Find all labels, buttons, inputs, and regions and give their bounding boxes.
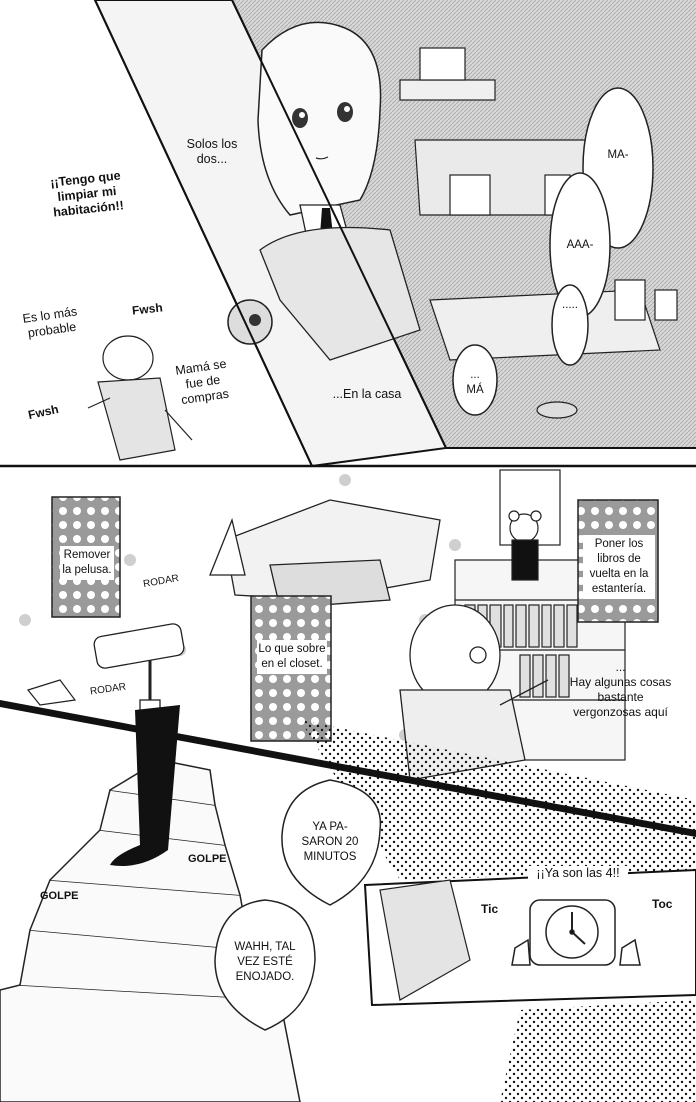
speech-bubble-minutes [281, 779, 382, 906]
teddy-bear [508, 510, 542, 581]
caption-in-house: ...En la casa [332, 387, 402, 401]
dialogue-ma: MA- [607, 149, 629, 161]
dialogue-minutes: YA PA- SARON 20 MINUTOS [301, 821, 359, 863]
staircase [0, 759, 301, 1102]
sleeve-arm [379, 879, 471, 1001]
speech-bubble-ma-small [452, 344, 498, 416]
dialogue-ma-small: ... MÁ [466, 369, 484, 396]
sfx-tic: Tic [481, 902, 499, 916]
dialogue-aaa: AAA- [566, 239, 594, 251]
sfx-golpe-1: GOLPE [188, 853, 227, 865]
dialogue-dots: ..... [562, 299, 578, 311]
sfx-toc: Toc [652, 897, 673, 911]
note-closet: Lo que sobre en el closet. [257, 640, 327, 674]
door-knob [227, 299, 273, 345]
dialogue-angry: WAHH, TAL VEZ ESTÉ ENOJADO. [234, 941, 296, 983]
speech-bubble-angry [214, 899, 316, 1031]
girl-figure [257, 21, 421, 361]
caption-four-oclock: ¡¡Ya son las 4!! [528, 866, 628, 881]
tone-background [300, 720, 696, 880]
panel-1 [87, 0, 696, 468]
chibi-girl-running [87, 335, 193, 461]
note-books: Poner los libros de vuelta en la estante… [583, 535, 655, 599]
alarm-clock [511, 899, 641, 966]
caption-embarrassing: ... Hay algunas cosas bastante vergonzos… [569, 660, 672, 719]
closet-items [209, 499, 441, 609]
panel-3 [0, 705, 696, 1102]
speech-bubble-dots [551, 284, 589, 366]
note-remove-lint: Remover la pelusa. [60, 546, 114, 580]
panel-borders [94, 0, 696, 467]
caption-mom-shopping: Mamá se fue de compras [174, 356, 230, 408]
hand-left [26, 679, 77, 706]
leg-on-stairs [110, 705, 180, 866]
sfx-golpe-2: GOLPE [40, 890, 79, 902]
caption-alone: Solos los dos... [186, 137, 238, 166]
